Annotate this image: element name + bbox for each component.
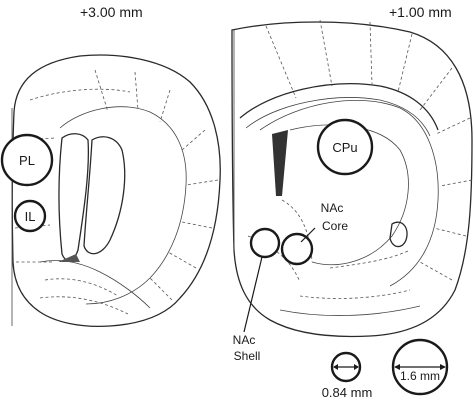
- left-olfactory-region: [39, 260, 151, 309]
- left-white-matter-wedge: [58, 133, 90, 261]
- right-ventral-curve-4: [279, 305, 421, 316]
- right-radial-8: [433, 227, 467, 237]
- right-ventral-curve-2: [329, 249, 411, 269]
- scale-small-arrow-right: [354, 364, 359, 370]
- left-ventral-curve-2: [39, 296, 129, 315]
- nac-shell-pointer: [243, 256, 263, 333]
- right-radial-1: [265, 25, 297, 99]
- right-radial-4: [397, 33, 413, 93]
- left-radial-8: [149, 277, 173, 301]
- right-radial-5: [419, 67, 453, 111]
- scale-large-label: 1.6 mm: [400, 369, 440, 383]
- left-white-matter-lobe: [83, 136, 126, 255]
- left-section-coordinate: +3.00 mm: [80, 4, 143, 20]
- pl-region-marker: PL: [0, 133, 54, 187]
- right-radial-2: [319, 19, 333, 87]
- nac-shell-circle: [249, 227, 281, 259]
- il-region-marker: IL: [13, 199, 47, 233]
- left-lamina-1: [29, 88, 131, 101]
- left-section: +3.00 mm PL: [0, 4, 221, 328]
- left-radial-5: [185, 179, 219, 186]
- right-anterior-commissure: [389, 221, 408, 248]
- scale-large-arrow-right: [440, 364, 446, 370]
- right-radial-9: [419, 261, 453, 281]
- left-hemisphere-outline: [11, 54, 221, 328]
- scale-large: 1.6 mm: [391, 338, 449, 396]
- left-radial-7: [167, 251, 197, 269]
- nac-core-circle: [280, 232, 314, 266]
- right-cortex-inner-boundary: [259, 99, 439, 287]
- right-section-coordinate: +1.00 mm: [389, 4, 452, 20]
- scale-small-label: 0.84 mm: [322, 385, 373, 400]
- right-ventral-curve-3: [299, 289, 411, 299]
- scale-small-arrow-left: [333, 364, 338, 370]
- left-radial-1: [94, 69, 109, 113]
- left-cortex-inner-boundary: [59, 106, 187, 305]
- cpu-label: CPu: [332, 140, 357, 155]
- left-dark-wedge: [58, 254, 80, 262]
- left-radial-2: [134, 71, 139, 111]
- nac-core-label-line1: NAc: [321, 201, 344, 215]
- right-lateral-ventricle: [272, 130, 288, 196]
- il-circle: [13, 199, 47, 233]
- right-section: +1.00 mm CPu: [231, 4, 473, 363]
- nac-shell-label-line2: Shell: [234, 349, 261, 363]
- right-corpus-callosum-inner: [245, 97, 431, 137]
- right-hemisphere-outline: [231, 21, 473, 338]
- nac-shell-label-line1: NAc: [233, 333, 256, 347]
- nac-shell-marker: NAc Shell: [233, 227, 281, 363]
- nac-core-marker: NAc Core: [280, 201, 348, 266]
- right-radial-6: [435, 117, 471, 135]
- left-ventral-curve-1: [44, 278, 119, 297]
- pl-circle: [0, 133, 54, 187]
- right-radial-7: [439, 179, 473, 187]
- il-label: IL: [25, 209, 36, 224]
- left-radial-3: [159, 89, 171, 123]
- left-radial-4: [181, 129, 206, 151]
- scale-small: 0.84 mm: [322, 351, 373, 400]
- left-radial-6: [181, 221, 213, 229]
- cpu-region-marker: CPu: [316, 118, 374, 176]
- cpu-circle: [316, 118, 374, 176]
- scale-large-arrow-left: [394, 364, 400, 370]
- pl-label: PL: [19, 153, 35, 168]
- right-corpus-callosum: [239, 83, 439, 131]
- nac-core-pointer: [300, 227, 316, 243]
- right-radial-3: [369, 21, 373, 85]
- nac-core-label-line2: Core: [322, 219, 348, 233]
